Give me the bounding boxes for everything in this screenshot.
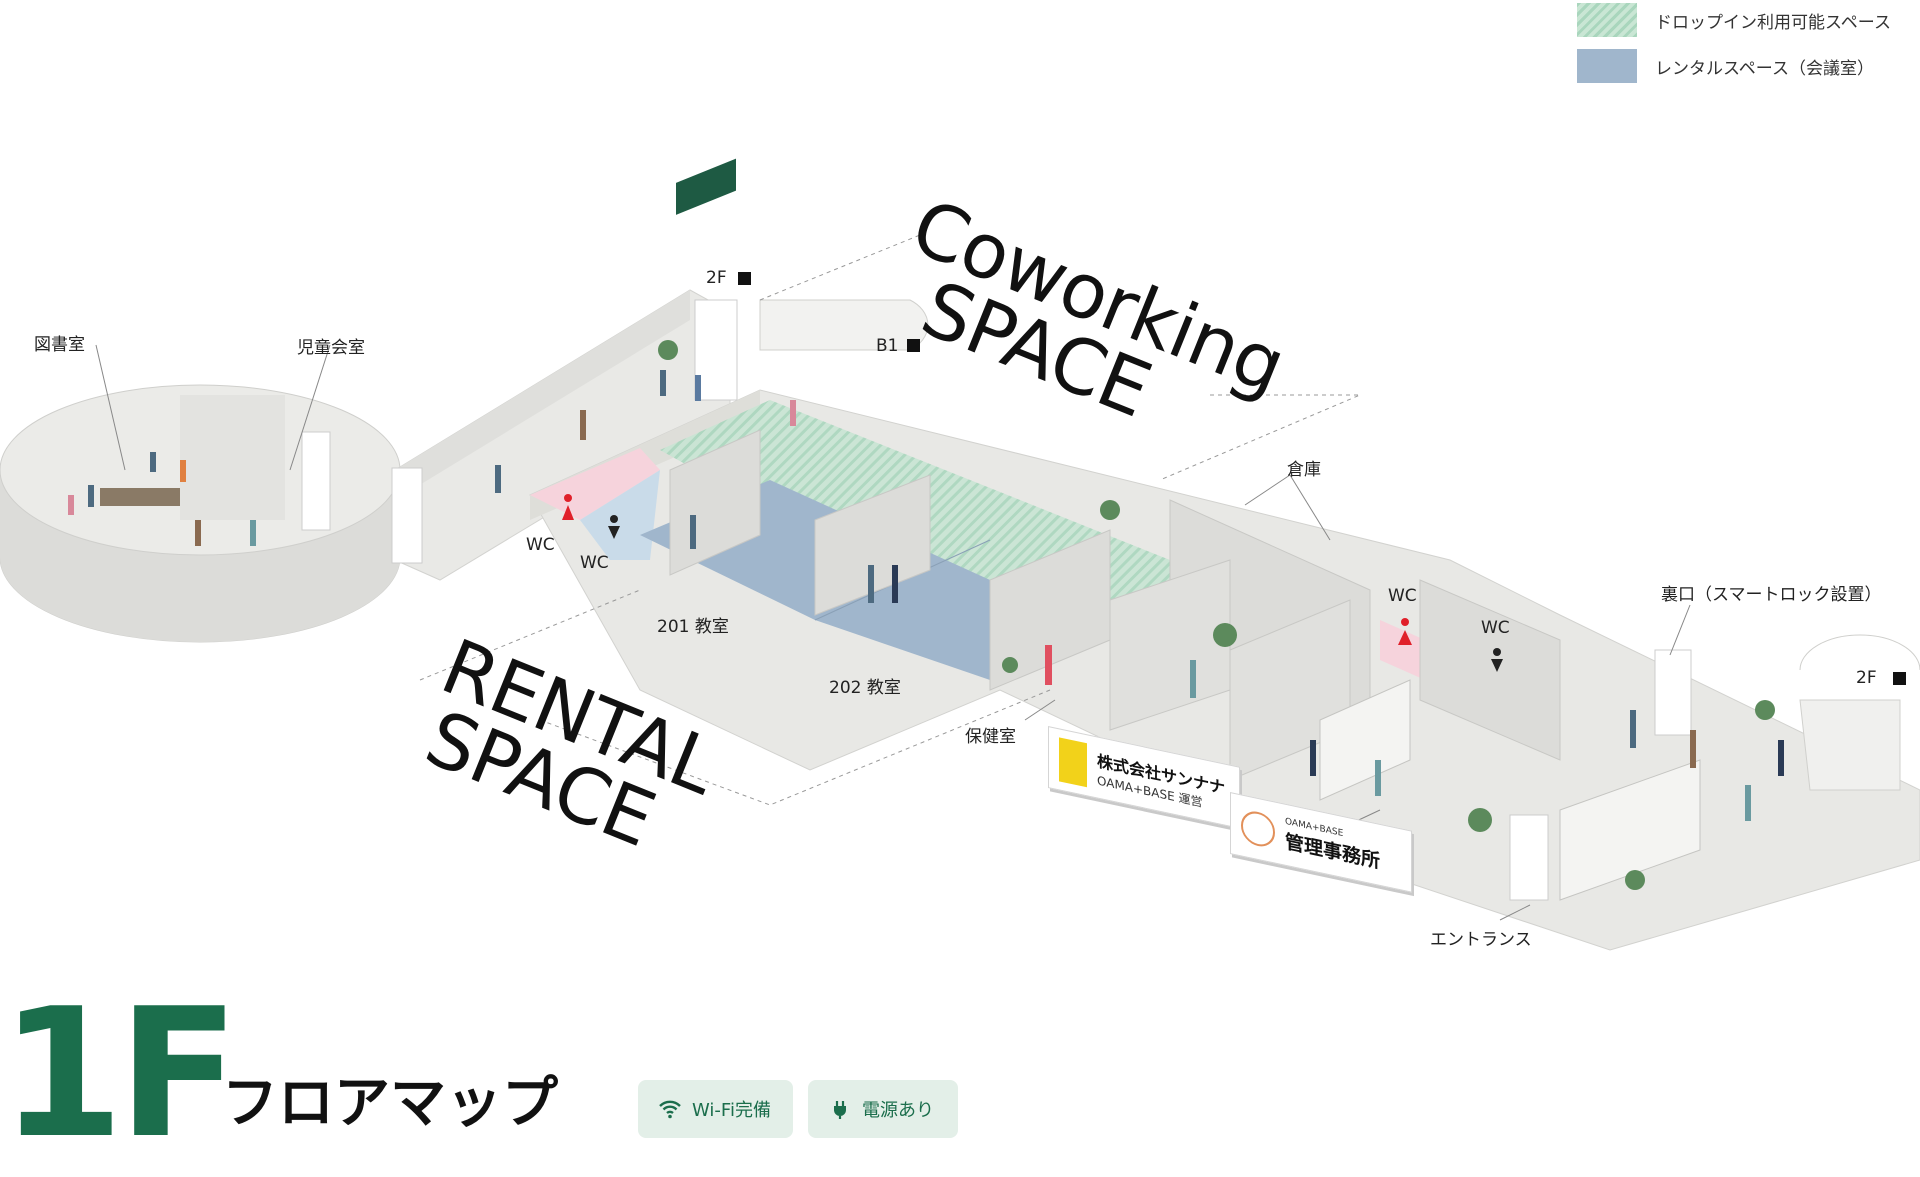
label-class-202: 202 教室 — [829, 678, 901, 698]
stairs-icon — [738, 272, 751, 285]
wifi-chip-label: Wi-Fi完備 — [692, 1100, 771, 1121]
chalkboard — [676, 158, 736, 215]
back-door — [1654, 649, 1692, 736]
zone-brackets — [419, 234, 1361, 806]
power-chip: 電源あり — [808, 1080, 958, 1138]
label-children-hall: 児童会室 — [297, 338, 365, 358]
floor-map-drawing — [0, 158, 1920, 951]
label-stairs-2f-right: 2F — [1856, 668, 1877, 688]
legend-item-dropin: ドロップイン利用可能スペース — [1577, 2, 1920, 38]
floor-title: フロアマップ — [222, 1071, 558, 1136]
label-wc-right-1: WC — [1388, 586, 1417, 606]
label-back-door: 裏口（スマートロック設置） — [1661, 585, 1882, 605]
label-storage: 倉庫 — [1287, 460, 1321, 480]
label-wc-right-2: WC — [1481, 618, 1510, 638]
female-wc-icon — [1398, 630, 1412, 645]
label-class-201: 201 教室 — [657, 617, 729, 637]
corridor — [391, 289, 738, 581]
female-wc-icon — [562, 505, 574, 520]
stairs-icon — [1893, 672, 1906, 685]
wc-icons — [562, 494, 1503, 672]
label-entrance: エントランス — [1430, 930, 1532, 950]
stairs-icon — [907, 339, 920, 352]
oama-base-logo-icon — [1241, 808, 1275, 850]
label-wc-left-1: WC — [526, 535, 555, 555]
floor-number: 1F — [0, 970, 239, 1177]
people-figures — [68, 370, 1784, 821]
stair-icons — [738, 272, 1906, 685]
isometric-floor-map: Coworking SPACE RENTAL SPACE 図書室 児童会室 2F… — [0, 158, 1920, 951]
legend-item-rental: レンタルスペース（会議室） — [1577, 48, 1920, 84]
legend: ドロップイン利用可能スペース レンタルスペース（会議室） — [1577, 2, 1920, 94]
library-table — [100, 488, 180, 506]
legend-label: レンタルスペース（会議室） — [1655, 58, 1874, 79]
wifi-chip: Wi-Fi完備 — [638, 1080, 793, 1138]
library-door — [301, 431, 331, 531]
power-chip-label: 電源あり — [862, 1100, 934, 1121]
label-wc-left-2: WC — [580, 553, 609, 573]
main-floor — [529, 158, 1920, 951]
library-building — [0, 384, 401, 643]
male-wc-icon — [1491, 659, 1503, 672]
plants — [658, 340, 1775, 890]
legend-swatch-blue — [1577, 49, 1637, 83]
shelf — [1559, 759, 1701, 901]
stair-door-2f — [694, 299, 738, 401]
label-library: 図書室 — [34, 335, 85, 355]
wifi-icon — [659, 1100, 681, 1119]
label-stairs-b1: B1 — [876, 336, 899, 356]
legend-label: ドロップイン利用可能スペース — [1655, 12, 1891, 33]
legend-swatch-green — [1577, 3, 1637, 37]
plug-icon — [834, 1101, 846, 1119]
wc-left-floor — [530, 448, 660, 520]
entrance-door — [1509, 814, 1549, 901]
shelf — [1319, 679, 1411, 801]
company-logo-icon — [1059, 737, 1087, 788]
label-health-room: 保健室 — [965, 727, 1016, 747]
male-wc-icon — [608, 526, 620, 539]
label-stairs-2f: 2F — [706, 268, 727, 288]
